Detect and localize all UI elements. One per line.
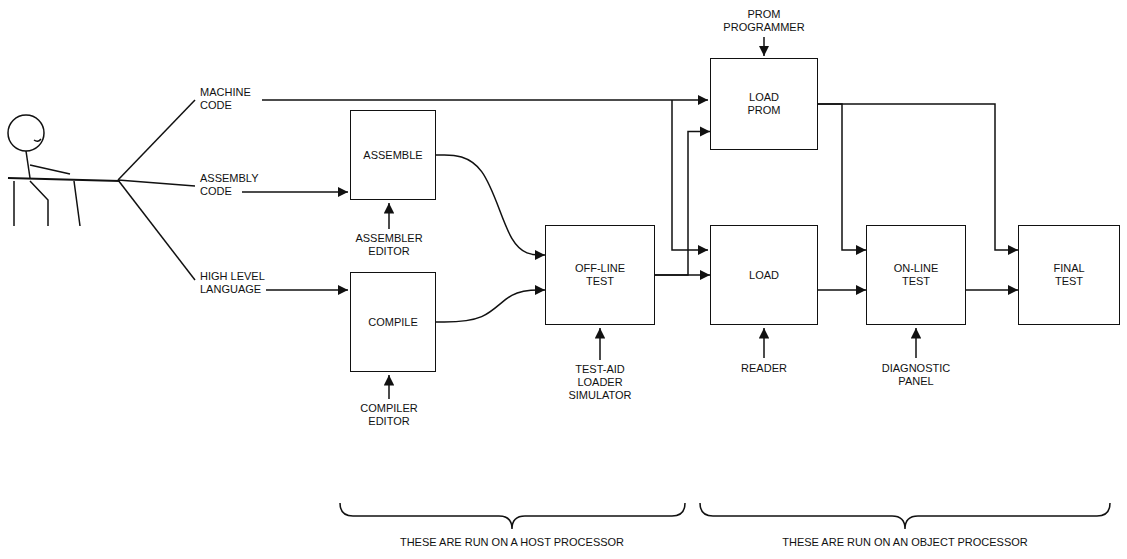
person-arm [30,165,70,174]
tool-label: DIAGNOSTIC PANEL [876,362,956,388]
process-box: LOAD [710,225,818,325]
input-arrow [266,289,348,291]
input-line [118,180,195,186]
tool-label: READER [724,362,804,375]
input-arrow [242,191,348,193]
box-label: COMPILE [358,316,428,329]
input-line [118,180,195,280]
box-label: ASSEMBLE [358,149,428,162]
person-mouth [34,139,41,141]
tool-arrow [388,203,390,229]
bracket [340,503,685,529]
process-box: FINAL TEST [1018,225,1120,325]
tool-label: MACHINE CODE [200,86,270,112]
box-label: FINAL TEST [1039,262,1099,288]
tool-arrow [763,37,765,56]
box-label: LOAD [724,269,804,282]
box-label: LOAD PROM [739,91,789,117]
tool-arrow [915,328,917,358]
tool-label: ASSEMBLY CODE [200,172,272,198]
person-legs [14,181,80,226]
person-head [8,115,44,151]
bracket [700,503,1110,529]
process-box: OFF-LINE TEST [545,225,655,325]
machine-code-line [262,99,708,101]
bracket-caption: THESE ARE RUN ON A HOST PROCESSOR [312,536,712,549]
tool-arrow [599,328,601,360]
flow-arrow [655,132,710,275]
process-box: LOAD PROM [710,58,818,150]
flow-arrow [818,289,866,291]
tool-arrow [388,375,390,399]
flow-arrow [818,104,866,250]
tool-label: PROM PROGRAMMER [719,8,809,34]
machine-code-branch [672,100,708,250]
flow-arrow [966,289,1018,291]
input-line [118,100,195,180]
process-box: COMPILE [350,272,436,372]
flow-arrow [436,155,545,255]
tool-label: ASSEMBLER EDITOR [354,232,424,258]
bracket-caption: THESE ARE RUN ON AN OBJECT PROCESSOR [705,536,1105,549]
tool-label: TEST-AID LOADER SIMULATOR [560,363,640,402]
box-label: OFF-LINE TEST [570,262,630,288]
process-box: ON-LINE TEST [866,225,966,325]
person-body [26,151,30,178]
tool-label: COMPILER EDITOR [354,402,424,428]
process-box: ASSEMBLE [350,110,436,200]
flow-arrow [655,274,710,276]
tool-label: HIGH LEVEL LANGUAGE [200,270,275,296]
flow-arrow [436,290,545,322]
tool-arrow [763,328,765,358]
desk-top [8,178,120,181]
box-label: ON-LINE TEST [886,262,946,288]
